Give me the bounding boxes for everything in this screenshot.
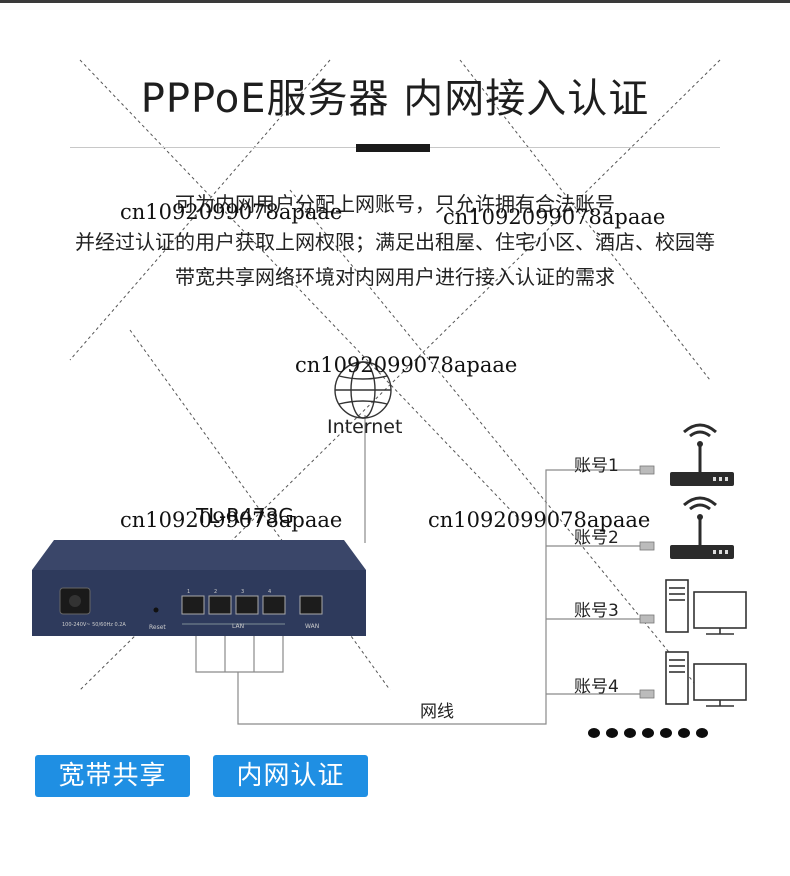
top-border <box>0 0 790 3</box>
account-label: 账号2 <box>574 528 619 548</box>
broadband-sharing-badge: 宽带共享 <box>35 755 190 797</box>
lan-cable <box>195 628 284 673</box>
desktop-computer-icon <box>665 651 747 707</box>
port-number: 2 <box>214 589 218 595</box>
router-device <box>32 540 366 636</box>
more-dot <box>660 728 672 738</box>
router-model-label: TL-R473G <box>196 504 294 528</box>
more-dot <box>588 728 600 738</box>
desktop-computer-icon <box>665 579 747 635</box>
decor-diagonal <box>79 59 521 521</box>
router-reset-label: Reset <box>149 624 166 631</box>
port-number: 4 <box>268 589 272 595</box>
description-line: 可为内网用户分配上网账号，只允许拥有合法账号 <box>175 192 615 216</box>
more-dot <box>606 728 618 738</box>
internet-label: Internet <box>327 416 403 438</box>
description-line: 并经过认证的用户获取上网权限；满足出租屋、住宅小区、酒店、校园等 <box>75 230 715 254</box>
watermark: cn1092099078apaae <box>120 508 343 532</box>
account-label: 账号3 <box>574 601 619 621</box>
more-dot <box>642 728 654 738</box>
cable-plug <box>639 465 655 475</box>
more-dot <box>696 728 708 738</box>
router-wan-label: WAN <box>305 623 320 630</box>
watermark: cn1092099078apaae <box>295 353 518 377</box>
decor-diagonal <box>129 329 391 691</box>
more-dot <box>678 728 690 738</box>
watermark: cn1092099078apaae <box>428 508 651 532</box>
account-label: 账号4 <box>574 677 619 697</box>
main-cable <box>237 469 640 725</box>
decor-diagonal <box>69 59 331 361</box>
port-number: 3 <box>241 589 245 595</box>
wifi-router-icon <box>670 423 734 486</box>
router-power-label: 100-240V~ 50/60Hz 0.2A <box>62 622 126 628</box>
wifi-router-icon <box>670 496 734 559</box>
title-accent-bar <box>356 144 430 152</box>
cable-label: 网线 <box>420 702 454 722</box>
cable-plug <box>639 689 655 699</box>
cable-plug <box>639 614 655 624</box>
page-title: PPPoE服务器 内网接入认证 <box>140 76 650 122</box>
port-number: 1 <box>187 589 191 595</box>
router-lan-label: LAN <box>232 623 245 630</box>
watermark: cn1092099078apaae <box>443 205 666 229</box>
cable-plug <box>639 541 655 551</box>
decor-diagonal <box>459 59 711 381</box>
intranet-auth-badge: 内网认证 <box>213 755 368 797</box>
description-line: 带宽共享网络环境对内网用户进行接入认证的需求 <box>175 265 615 289</box>
globe-icon <box>334 361 392 419</box>
more-dot <box>624 728 636 738</box>
account-label: 账号1 <box>574 456 619 476</box>
watermark: cn1092099078apaae <box>120 200 343 224</box>
